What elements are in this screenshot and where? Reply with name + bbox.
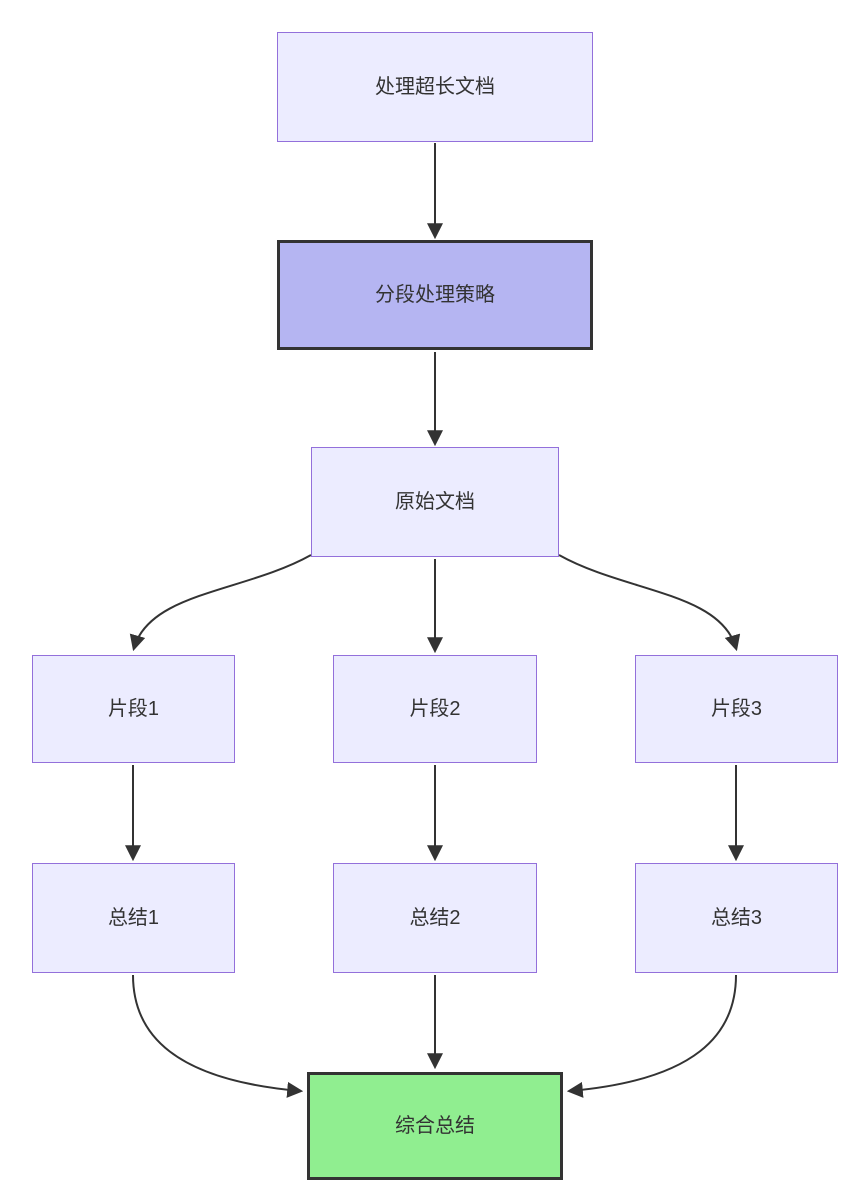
node-segmentation-strategy: 分段处理策略 xyxy=(277,240,593,350)
node-fragment-1: 片段1 xyxy=(32,655,235,763)
edge-summary3-to-final xyxy=(566,974,737,1098)
edge-original-to-fragment3 xyxy=(558,554,741,652)
node-summary-1: 总结1 xyxy=(32,863,235,973)
node-original-document: 原始文档 xyxy=(311,447,559,557)
edge-summary1-to-final xyxy=(132,974,304,1098)
node-fragment-3: 片段3 xyxy=(635,655,838,763)
node-handle-long-document: 处理超长文档 xyxy=(277,32,593,142)
node-fragment-2: 片段2 xyxy=(333,655,537,763)
edge-original-to-fragment1 xyxy=(129,554,312,652)
node-summary-3: 总结3 xyxy=(635,863,838,973)
node-final-summary: 综合总结 xyxy=(307,1072,563,1180)
node-summary-2: 总结2 xyxy=(333,863,537,973)
